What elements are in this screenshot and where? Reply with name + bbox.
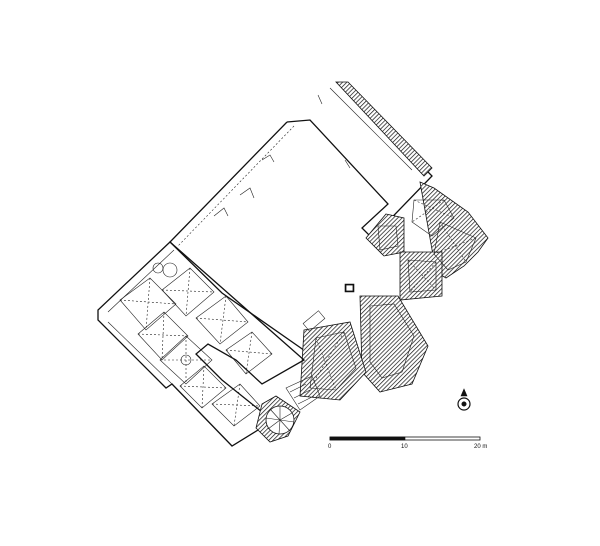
east-wing-rooms (309, 199, 477, 391)
scale-tick-10: 10 (401, 444, 408, 450)
middle-room-walls (399, 251, 443, 301)
north-east-wall (335, 81, 433, 177)
scale-tick-20: 20 m (474, 444, 487, 450)
courtyard (169, 83, 433, 354)
south-room-walls (299, 321, 367, 401)
spiral-stair (255, 375, 321, 443)
scale-bar: 0 10 20 m (328, 436, 487, 450)
stair-room-walls (365, 213, 405, 257)
scale-tick-0: 0 (328, 444, 332, 450)
vault-lines (309, 199, 477, 391)
north-arrow-icon (457, 388, 471, 411)
hatched-walls (299, 81, 489, 401)
